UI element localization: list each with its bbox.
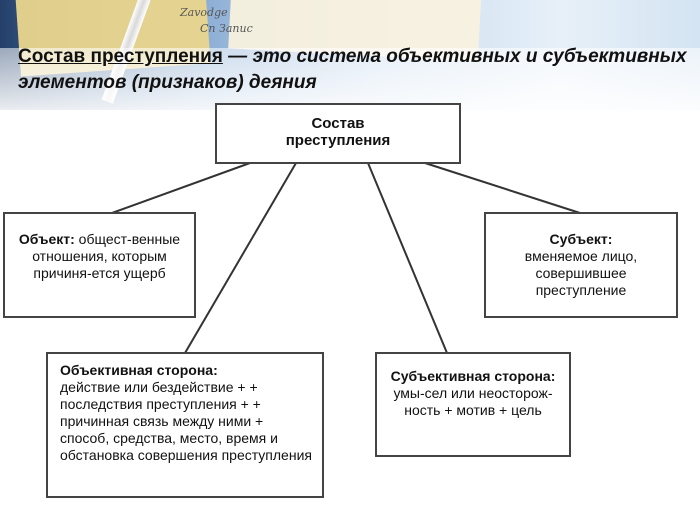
subjective-side-text: умы-сел или неосторож-ность + мотив + це… — [393, 385, 553, 418]
header-banner: Zavodge Сп Запис — [0, 0, 700, 110]
objective-side-box: Объективная сторона: действие или бездей… — [46, 352, 324, 498]
banner-fade — [0, 48, 700, 110]
connector-subjective-side — [367, 162, 448, 354]
objective-side-label: Объективная сторона: — [60, 362, 218, 378]
object-text: общест-венные отношения, которым причиня… — [32, 231, 181, 281]
subject-box: Субъект: вменяемое лицо, совершившее пре… — [484, 212, 678, 318]
title-rest: — это система объективных и субъективных… — [18, 46, 687, 93]
subjective-side-box: Субъективная сторона: умы-сел или неосто… — [375, 352, 571, 457]
subjective-side-label: Субъективная сторона: — [390, 368, 556, 384]
root-box: Состав преступления — [215, 103, 461, 164]
subject-text: вменяемое лицо, совершившее преступление — [524, 248, 638, 298]
objective-side-text: действие или бездействие + + последствия… — [60, 379, 312, 463]
object-label: Объект: — [18, 231, 75, 247]
root-line-1: Состав — [311, 115, 365, 132]
background-scribble: Zavodge — [180, 6, 228, 19]
object-box: Объект: общест-венные отношения, которым… — [3, 212, 196, 318]
connector-subject — [424, 162, 581, 214]
background-scribble: Сп Запис — [200, 22, 253, 35]
connector-objective-side — [184, 162, 297, 354]
root-line-2: преступления — [285, 132, 391, 149]
connector-object — [111, 162, 251, 214]
title-lead: Состав преступления — [18, 46, 223, 67]
page-title: Состав преступления — это система объект… — [18, 44, 688, 96]
subject-label: Субъект: — [549, 231, 613, 247]
